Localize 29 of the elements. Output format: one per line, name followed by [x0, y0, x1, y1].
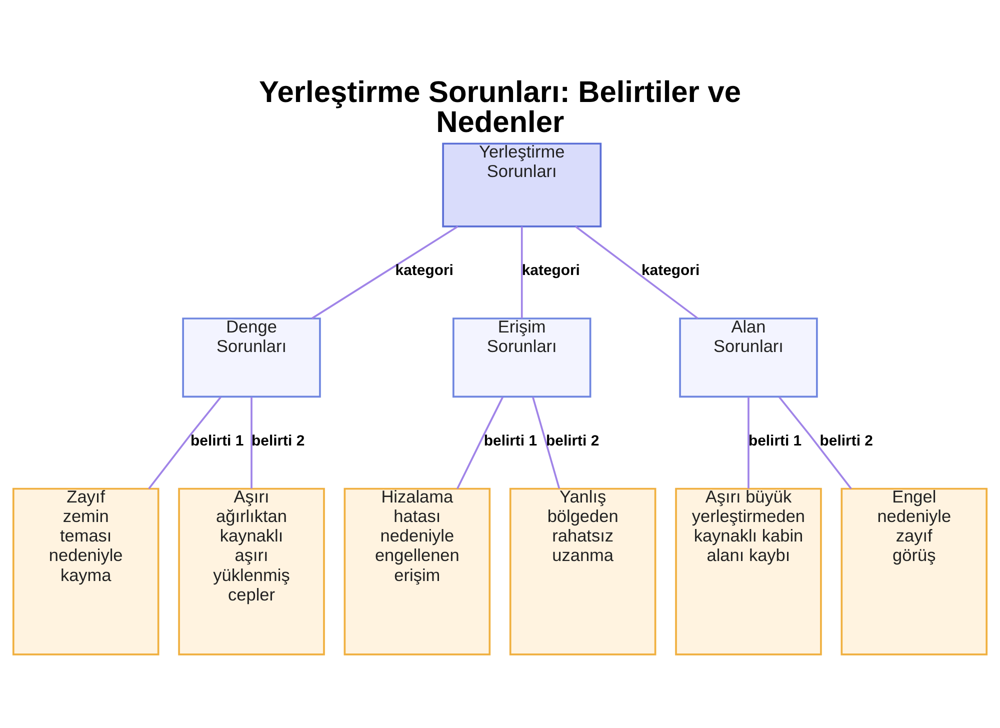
node-box: Yanlış bölgeden rahatsız uzanma [509, 487, 656, 655]
edge-label: belirti 1 [484, 432, 538, 449]
edge-label: belirti 1 [748, 432, 802, 449]
node-box: Hizalama hatası nedeniyle engellenen erişim [344, 487, 491, 655]
connector [575, 225, 698, 319]
connector [520, 226, 523, 318]
node-box: Zayıf zemin teması nedeniyle kayma [12, 487, 160, 655]
node-box: Yerleştirme Sorunları [442, 142, 602, 227]
edge-label: kategori [642, 262, 700, 279]
node-box: Aşırı büyük yerleştirmeden kaynaklı kabin alanı kaybı [675, 487, 822, 655]
edge-label: kategori [522, 262, 580, 279]
node-box: Alan Sorunları [679, 317, 818, 398]
edge-label: belirti 2 [546, 432, 600, 449]
node-box: Engel nedeniyle zayıf görüş [840, 487, 988, 655]
connector [456, 396, 504, 489]
node-box: Aşırı ağırlıktan kaynaklı aşırı yüklenmiş cepler [178, 487, 325, 655]
connector [148, 396, 222, 489]
node-box: Erişim Sorunları [452, 317, 592, 398]
edge-label: kategori [395, 262, 454, 279]
connector [311, 225, 458, 319]
node-box: Denge Sorunları [182, 317, 321, 398]
edge-label: belirti 2 [252, 432, 305, 449]
diagram-title: Yerleştirme Sorunları: Belirtiler ve Nedenler [258, 75, 742, 138]
connector [532, 396, 560, 488]
connector [250, 396, 252, 488]
edge-label: belirti 1 [190, 432, 244, 449]
edge-label: belirti 2 [820, 432, 873, 449]
connector [748, 396, 750, 488]
connector [778, 396, 852, 489]
